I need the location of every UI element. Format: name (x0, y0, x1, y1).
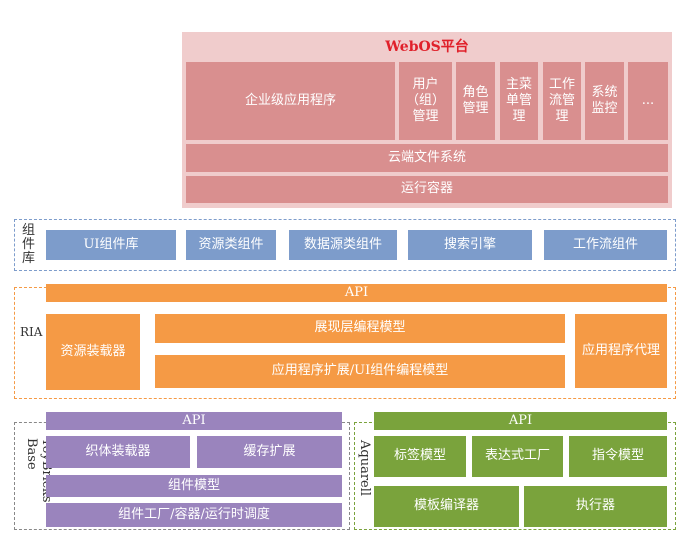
cloud-file-system: 云端文件系统 (186, 144, 668, 172)
component-model: 组件模型 (46, 475, 342, 497)
webos-title: WebOS平台 (385, 39, 469, 55)
directive-model: 指令模型 (569, 436, 667, 477)
component-library-group (14, 219, 676, 271)
ria-api: API (46, 284, 667, 302)
system-monitor: 系统监控 (585, 62, 624, 140)
user-group-mgmt: 用户（组）管理 (399, 62, 452, 140)
ria-label: RIA (20, 325, 43, 339)
expression-factory: 表达式工厂 (472, 436, 563, 477)
app-proxy: 应用程序代理 (575, 314, 667, 388)
role-mgmt: 角色管理 (456, 62, 495, 140)
enterprise-app: 企业级应用程序 (186, 62, 395, 140)
aquarell-api: API (374, 412, 667, 430)
toybricks-api: API (46, 412, 342, 430)
template-compiler: 模板编译器 (374, 486, 519, 527)
cache-extension: 缓存扩展 (197, 436, 342, 468)
component-factory: 组件工厂/容器/运行时调度 (46, 503, 342, 527)
workflow-components: 工作流组件 (544, 230, 667, 260)
datasource-components: 数据源类组件 (289, 230, 397, 260)
search-engine: 搜索引擎 (408, 230, 532, 260)
workflow-mgmt: 工作流管理 (543, 62, 581, 140)
presentation-model: 展现层编程模型 (155, 314, 565, 343)
component-library-label: 组件库 (22, 223, 36, 266)
texture-loader: 织体装载器 (46, 436, 190, 468)
more-apps: ... (628, 62, 668, 140)
executor: 执行器 (524, 486, 667, 527)
tag-model: 标签模型 (374, 436, 466, 477)
runtime-container: 运行容器 (186, 176, 668, 203)
resource-loader: 资源装载器 (46, 314, 140, 390)
aquarell-label: Aquarell (357, 440, 372, 497)
ui-component-lib: UI组件库 (46, 230, 176, 260)
menu-mgmt: 主菜单管理 (500, 62, 538, 140)
resource-components: 资源类组件 (186, 230, 276, 260)
app-extension-model: 应用程序扩展/UI组件编程模型 (155, 355, 565, 388)
